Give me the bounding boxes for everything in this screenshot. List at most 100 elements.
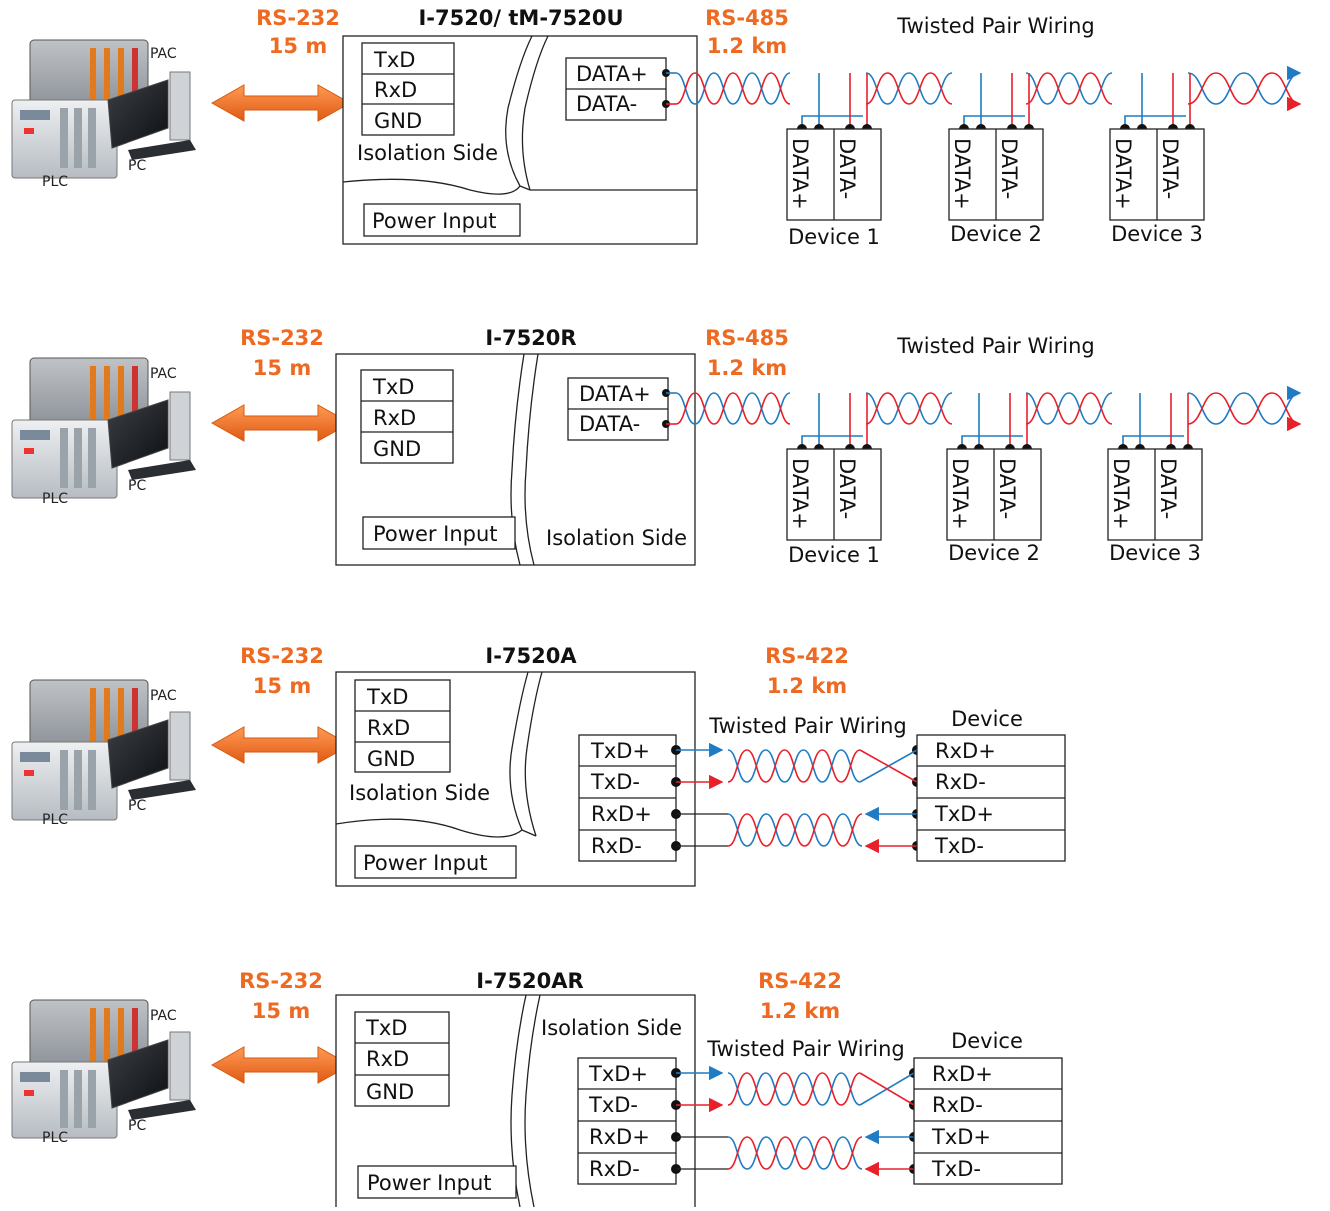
plc-icon [11,741,118,821]
twisted-pair-label: Twisted Pair Wiring [708,714,906,738]
power-input-box [362,516,516,550]
twisted-wire-red [1025,72,1113,105]
rs422-label: RS-422 [765,644,849,668]
pin-gnd: GND [374,109,422,133]
pin-gnd: GND [373,437,421,461]
bidirectional-arrow-icon [210,84,352,122]
diagram-i7520: PAC PLC PC RS-232 15 m I-7520/ tM-7520U [11,6,1302,249]
rs485-distance: 1.2 km [707,34,787,58]
pin-rxd: RxD [366,1047,409,1071]
pin-rxd-minus: RxD- [591,834,642,858]
twisted-pair-label: Twisted Pair Wiring [896,334,1094,358]
pac-label: PAC [150,46,177,62]
host-equipment: PAC PLC PC [11,357,196,507]
device-1: DATA+ DATA- Device 1 [786,448,882,567]
pin-rxd: RxD [367,716,410,740]
twisted-wire-blue [1187,385,1302,425]
device-1-label: Device 1 [788,225,880,249]
pc-icon [107,391,196,480]
plc-label: PLC [42,174,68,190]
isolation-side-label: Isolation Side [357,141,498,165]
device-2-label: Device 2 [950,222,1042,246]
rs422-module-pin-table: TxD+ TxD- RxD+ RxD- [578,734,677,862]
device-3: DATA+ DATA- Device 3 [1107,448,1203,565]
rs232-distance: 15 m [253,674,311,698]
twisted-wire-blue [865,392,953,425]
rs232-distance: 15 m [253,356,311,380]
rs232-pin-table: TxD RxD GND [360,369,454,464]
rs422-label: RS-422 [758,969,842,993]
rs232-label: RS-232 [240,644,324,668]
host-equipment: PAC PLC PC [11,679,196,828]
bidirectional-arrow-icon [210,1046,352,1084]
device-1-data-minus: DATA- [835,138,859,199]
rs232-label: RS-232 [239,969,323,993]
device-title: Device [951,707,1023,731]
plc-label: PLC [42,491,68,507]
pin-data-plus: DATA+ [576,62,648,86]
rs422-device-pin-table: RxD+ RxD- TxD+ TxD- [916,734,1066,862]
twisted-pair-label: Twisted Pair Wiring [706,1037,904,1061]
rs422-distance: 1.2 km [767,674,847,698]
twisted-wire-red [1187,72,1302,112]
twisted-wire-red [675,392,791,425]
rs485-distance: 1.2 km [707,356,787,380]
device-2-data-plus: DATA+ [948,458,972,530]
rs485-label: RS-485 [705,6,789,30]
diagram-i7520r: PAC PLC PC RS-232 15 m I-7520R [11,326,1302,567]
device-3-data-minus: DATA- [1156,458,1180,519]
pc-icon [107,1031,196,1120]
device-rxd-minus: RxD- [932,1093,983,1117]
device-txd-plus: TxD+ [931,1125,991,1149]
rs422-distance: 1.2 km [760,999,840,1023]
pin-data-minus: DATA- [576,92,637,116]
pac-label: PAC [150,366,177,382]
power-input-box [354,845,517,879]
host-equipment: PAC PLC PC [11,999,196,1146]
twisted-wire-red [1187,392,1302,432]
device-3-data-plus: DATA+ [1109,458,1133,530]
rs232-pin-table: TxD RxD GND [354,1011,450,1107]
rs232-label: RS-232 [256,6,340,30]
pin-gnd: GND [366,1080,414,1104]
rs422-wiring [671,1065,919,1177]
rs232-label: RS-232 [240,326,324,350]
pin-txd-plus: TxD+ [588,1062,648,1086]
device-2-data-minus: DATA- [995,458,1019,519]
plc-label: PLC [42,1130,68,1146]
isolation-side-label: Isolation Side [546,526,687,550]
twisted-wire-red [675,72,791,105]
pin-txd-minus: TxD- [590,770,640,794]
twisted-wire-blue [1187,65,1302,105]
pc-icon [107,71,196,160]
twisted-wire-blue [1025,72,1113,105]
device-3-data-plus: DATA+ [1111,138,1135,210]
device-1-data-minus: DATA- [835,458,859,519]
pc-icon [107,711,196,800]
pin-data-plus: DATA+ [579,382,651,406]
pin-rxd: RxD [373,406,416,430]
twisted-wire-red [727,1072,861,1106]
device-3-label: Device 3 [1111,222,1203,246]
isolation-side-label: Isolation Side [349,781,490,805]
rs485-bus-wiring [662,65,1302,134]
pc-label: PC [128,158,146,174]
device-rxd-plus: RxD+ [932,1062,993,1086]
device-1-data-plus: DATA+ [788,138,812,210]
pin-rxd-minus: RxD- [589,1157,640,1181]
wire-to-rxd-minus [859,749,918,783]
twisted-wire-red [1025,392,1113,425]
power-input-label: Power Input [372,209,497,233]
device-txd-minus: TxD- [931,1157,981,1181]
device-3: DATA+ DATA- Device 3 [1109,128,1205,246]
rs485-pin-table: DATA+ DATA- [567,377,669,441]
device-2: DATA+ DATA- Device 2 [946,448,1042,565]
rs422-device-pin-table: RxD+ RxD- TxD+ TxD- [913,1057,1063,1185]
twisted-wire-blue [865,72,953,105]
device-3-data-minus: DATA- [1158,138,1182,199]
model-title: I-7520AR [476,969,583,993]
power-input-label: Power Input [363,851,488,875]
twisted-wire-red [727,813,863,847]
device-1-data-plus: DATA+ [788,458,812,530]
